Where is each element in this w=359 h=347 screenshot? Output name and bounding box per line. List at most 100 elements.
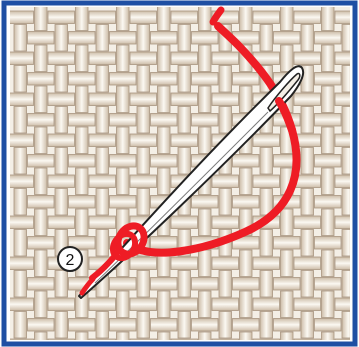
weave-thread (294, 216, 321, 229)
weave-thread (322, 45, 335, 72)
weave-thread (260, 312, 273, 339)
weave-thread (151, 319, 178, 332)
weave-thread (48, 175, 75, 188)
weave-thread (233, 278, 260, 291)
weave-thread (48, 52, 75, 65)
weave-thread (14, 148, 27, 175)
weave-thread (192, 278, 219, 291)
weave-thread (158, 168, 171, 195)
weave-thread (14, 271, 27, 298)
weave-thread (89, 298, 116, 311)
weave-thread (294, 298, 321, 311)
weave-thread (48, 93, 75, 106)
weave-thread (35, 86, 48, 113)
weave-thread (28, 114, 55, 127)
weave-thread (233, 319, 260, 332)
weave-thread (171, 134, 198, 147)
weave-thread (158, 45, 171, 72)
weave-thread (281, 291, 294, 318)
weave-thread (315, 196, 342, 209)
weave-thread (212, 93, 239, 106)
weave-thread (151, 237, 178, 250)
weave-thread (151, 114, 178, 127)
weave-thread (240, 86, 253, 113)
weave-thread (171, 11, 198, 24)
weave-thread (28, 73, 55, 86)
weave-thread (28, 155, 55, 168)
weave-thread (69, 114, 96, 127)
weave-thread (178, 25, 191, 52)
weave-thread (96, 148, 109, 175)
weave-thread (110, 196, 137, 209)
weave-thread (233, 155, 260, 168)
weave-thread (7, 175, 34, 188)
weave-thread (240, 4, 253, 31)
weave-thread (35, 291, 48, 318)
weave-thread (178, 107, 191, 134)
weave-thread (171, 93, 198, 106)
weave-thread (240, 250, 253, 277)
weave-thread (301, 189, 314, 216)
weave-thread (130, 257, 157, 270)
weave-thread (130, 298, 157, 311)
weave-thread (35, 127, 48, 154)
weave-thread (14, 189, 27, 216)
weave-thread (212, 216, 239, 229)
weave-thread (55, 312, 68, 339)
weave-thread (69, 73, 96, 86)
weave-thread (151, 73, 178, 86)
weave-thread (137, 66, 150, 93)
weave-thread (69, 319, 96, 332)
weave-thread (322, 168, 335, 195)
weave-thread (219, 312, 232, 339)
weave-thread (322, 86, 335, 113)
weave-thread (315, 237, 342, 250)
weave-thread (274, 237, 301, 250)
weave-thread (35, 209, 48, 236)
weave-thread (253, 298, 280, 311)
weave-thread (110, 155, 137, 168)
weave-pattern (7, 4, 359, 347)
weave-thread (151, 278, 178, 291)
weave-thread (48, 298, 75, 311)
weave-thread (294, 52, 321, 65)
weave-thread (294, 257, 321, 270)
weave-thread (117, 127, 130, 154)
weave-thread (35, 45, 48, 72)
weave-thread (130, 134, 157, 147)
weave-thread (281, 209, 294, 236)
weave-thread (253, 175, 280, 188)
weave-thread (301, 107, 314, 134)
weave-thread (89, 11, 116, 24)
weave-thread (110, 319, 137, 332)
weave-thread (233, 196, 260, 209)
weave-thread (110, 278, 137, 291)
weave-thread (219, 66, 232, 93)
weave-thread (55, 25, 68, 52)
weave-thread (89, 216, 116, 229)
weave-thread (7, 298, 34, 311)
weave-thread (137, 148, 150, 175)
weave-thread (137, 312, 150, 339)
weave-thread (48, 216, 75, 229)
weave-thread (130, 11, 157, 24)
weave-thread (315, 32, 342, 45)
weave-thread (171, 216, 198, 229)
weave-thread (260, 25, 273, 52)
weave-thread (110, 114, 137, 127)
weave-thread (89, 93, 116, 106)
weave-thread (55, 271, 68, 298)
weave-thread (301, 312, 314, 339)
weave-thread (117, 291, 130, 318)
weave-thread (130, 93, 157, 106)
weave-thread (151, 155, 178, 168)
weave-thread (28, 237, 55, 250)
weave-thread (171, 298, 198, 311)
weave-thread (137, 271, 150, 298)
weave-thread (260, 230, 273, 257)
weave-thread (69, 196, 96, 209)
weave-thread (199, 209, 212, 236)
weave-thread (110, 32, 137, 45)
weave-thread (89, 134, 116, 147)
